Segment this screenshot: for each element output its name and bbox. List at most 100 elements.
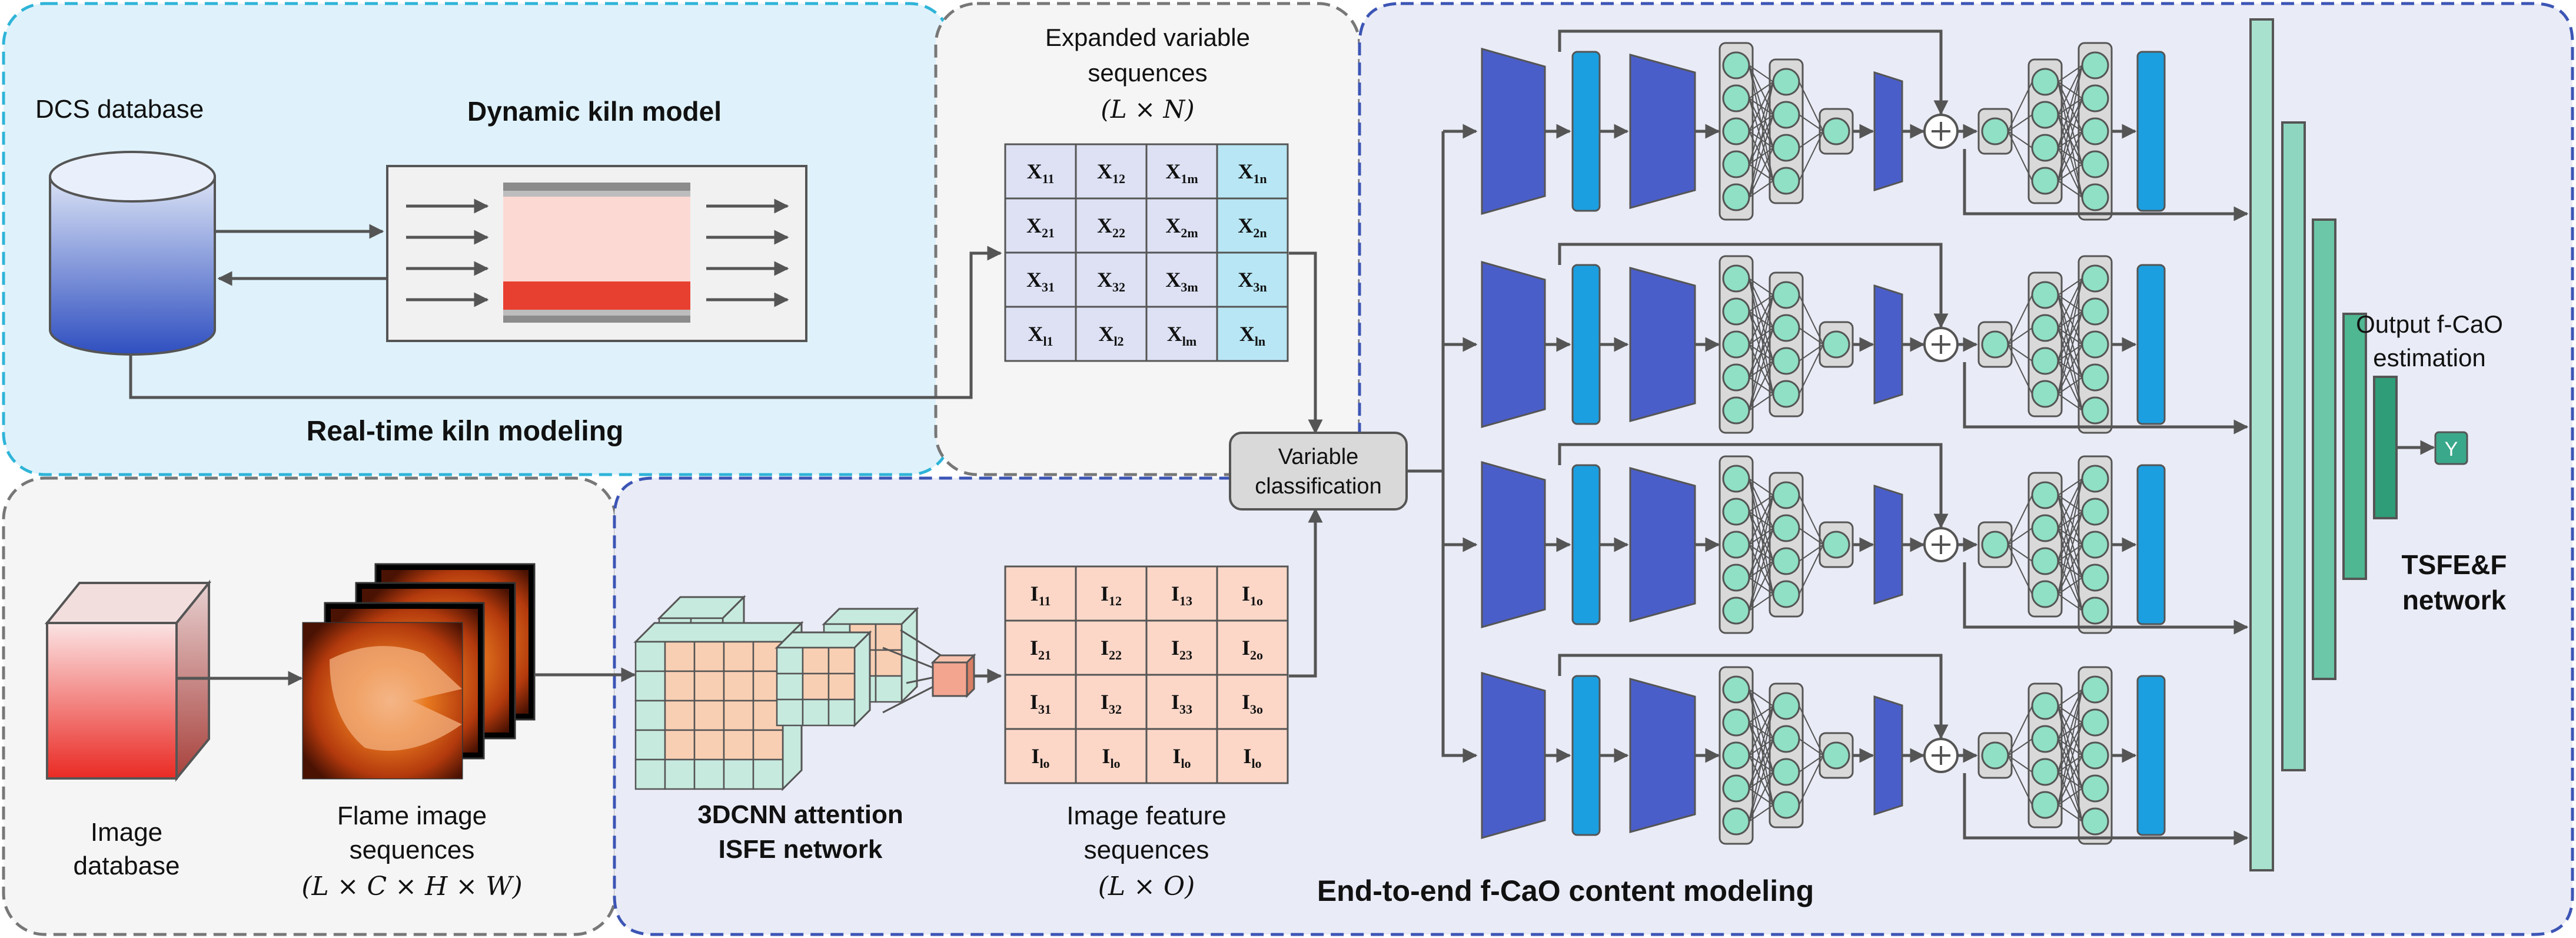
i-grid-cell-text: Ilo <box>1031 744 1049 771</box>
synapse <box>2058 689 2083 707</box>
synapse <box>1799 131 1824 181</box>
neuron <box>2031 314 2059 342</box>
synapse <box>2007 544 2033 595</box>
neuron <box>1981 741 2009 770</box>
neuron <box>2081 741 2109 770</box>
kiln-db-connectors <box>129 224 1002 399</box>
synapse <box>1799 528 1824 545</box>
x-grid-cell <box>1004 143 1077 200</box>
image-database-label-line2: database <box>73 851 180 880</box>
cnn-cube-cell <box>723 729 754 761</box>
synapse <box>1749 180 1774 198</box>
feature-sequences-line2: sequences <box>1084 836 1209 864</box>
x-grid-cell <box>1075 197 1148 254</box>
layer-frame <box>2027 472 2063 618</box>
synapse <box>2058 278 2083 296</box>
cnn-cube-cell <box>776 647 804 675</box>
synapse <box>2058 478 2083 529</box>
synapse <box>2058 65 2083 148</box>
neuron <box>1772 101 1800 129</box>
synapse <box>1799 755 1824 806</box>
i-grid-cell <box>1004 619 1077 676</box>
neuron <box>1722 708 1750 737</box>
neuron <box>2031 692 2059 720</box>
image-database-label-line1: Image <box>91 818 162 847</box>
cnn-cube-cell <box>802 672 830 701</box>
x-grid-cell-text: X2n <box>1238 214 1267 240</box>
neuron <box>1722 498 1750 526</box>
cnn-cube-cell <box>827 672 856 701</box>
attention-block <box>1873 695 1903 816</box>
flame-image-stack <box>302 563 536 780</box>
norm-block <box>1571 51 1601 212</box>
synapse <box>1749 771 1774 822</box>
synapse <box>2058 131 2083 181</box>
synapse <box>2007 755 2033 773</box>
synapse <box>2058 65 2083 82</box>
tsfe-network-name-line1: TSFE&F <box>2402 549 2507 580</box>
neuron <box>1722 264 1750 293</box>
synapse <box>1799 344 1824 362</box>
norm-block <box>1571 675 1601 836</box>
neuron <box>1722 297 1750 326</box>
neuron <box>1772 547 1800 575</box>
x-grid-cell-text: X31 <box>1026 268 1055 294</box>
neuron <box>2031 791 2059 819</box>
x-grid-cell-text: X22 <box>1097 214 1125 240</box>
dcs-database-label: DCS database <box>35 95 204 124</box>
synapse <box>2058 755 2083 806</box>
synapse <box>1749 689 1774 707</box>
synapse <box>2058 65 2083 115</box>
i-grid-cell-text: I1o <box>1242 582 1263 608</box>
x-grid-cell <box>1145 251 1218 308</box>
layer-frame <box>1769 271 1804 417</box>
neuron <box>2081 396 2109 425</box>
synapse <box>2007 114 2033 132</box>
x-grid-cell-text: X1n <box>1238 160 1267 186</box>
neuron <box>1772 281 1800 309</box>
neuron <box>2031 101 2059 129</box>
neuron <box>2081 465 2109 493</box>
conv-block <box>1481 461 1546 628</box>
i-grid-cell-text: Ilo <box>1243 744 1261 771</box>
cnn-cube-cell <box>693 670 725 702</box>
neuron <box>2081 675 2109 704</box>
x-grid-cell-text: X11 <box>1027 160 1055 186</box>
i-grid-cell <box>1216 565 1289 622</box>
neuron <box>2081 297 2109 326</box>
x-grid-cell-text: X1m <box>1165 160 1198 186</box>
neuron <box>1772 380 1800 408</box>
x-grid-cell-text: X3m <box>1165 268 1198 294</box>
branch-connector <box>1963 149 2249 221</box>
cnn-cube-cell <box>752 758 784 790</box>
neuron <box>1722 675 1750 704</box>
synapse <box>1799 114 1824 132</box>
cnn-cube-cell <box>664 758 696 790</box>
neuron <box>1722 183 1750 211</box>
neuron <box>1722 564 1750 592</box>
x-grid-cell-text: X32 <box>1097 268 1125 294</box>
synapse <box>2058 689 2083 773</box>
x-grid-cell-text: Xlm <box>1167 322 1196 349</box>
neuron <box>2081 531 2109 559</box>
cnn-cube-cell <box>664 729 696 761</box>
tsfe-network-name-line2: network <box>2402 585 2507 615</box>
neuron <box>1722 84 1750 112</box>
neuron <box>1772 514 1800 542</box>
neuron <box>1722 150 1750 178</box>
neuron <box>2031 380 2059 408</box>
conv-block <box>1481 672 1546 839</box>
expanded-dims: (L × N) <box>1101 95 1194 124</box>
branch-3 <box>1481 443 2249 635</box>
neuron <box>1722 741 1750 770</box>
i-grid-cell <box>1216 728 1289 784</box>
neuron <box>1772 167 1800 195</box>
neuron <box>1722 51 1750 79</box>
norm-block <box>1571 264 1601 425</box>
branch-connector <box>1558 654 1949 740</box>
synapse <box>2007 544 2033 562</box>
i-grid-cell-text: I2o <box>1242 636 1263 662</box>
synapse <box>1749 705 1774 822</box>
neuron <box>1722 807 1750 836</box>
cnn-cube-cell <box>664 700 696 731</box>
